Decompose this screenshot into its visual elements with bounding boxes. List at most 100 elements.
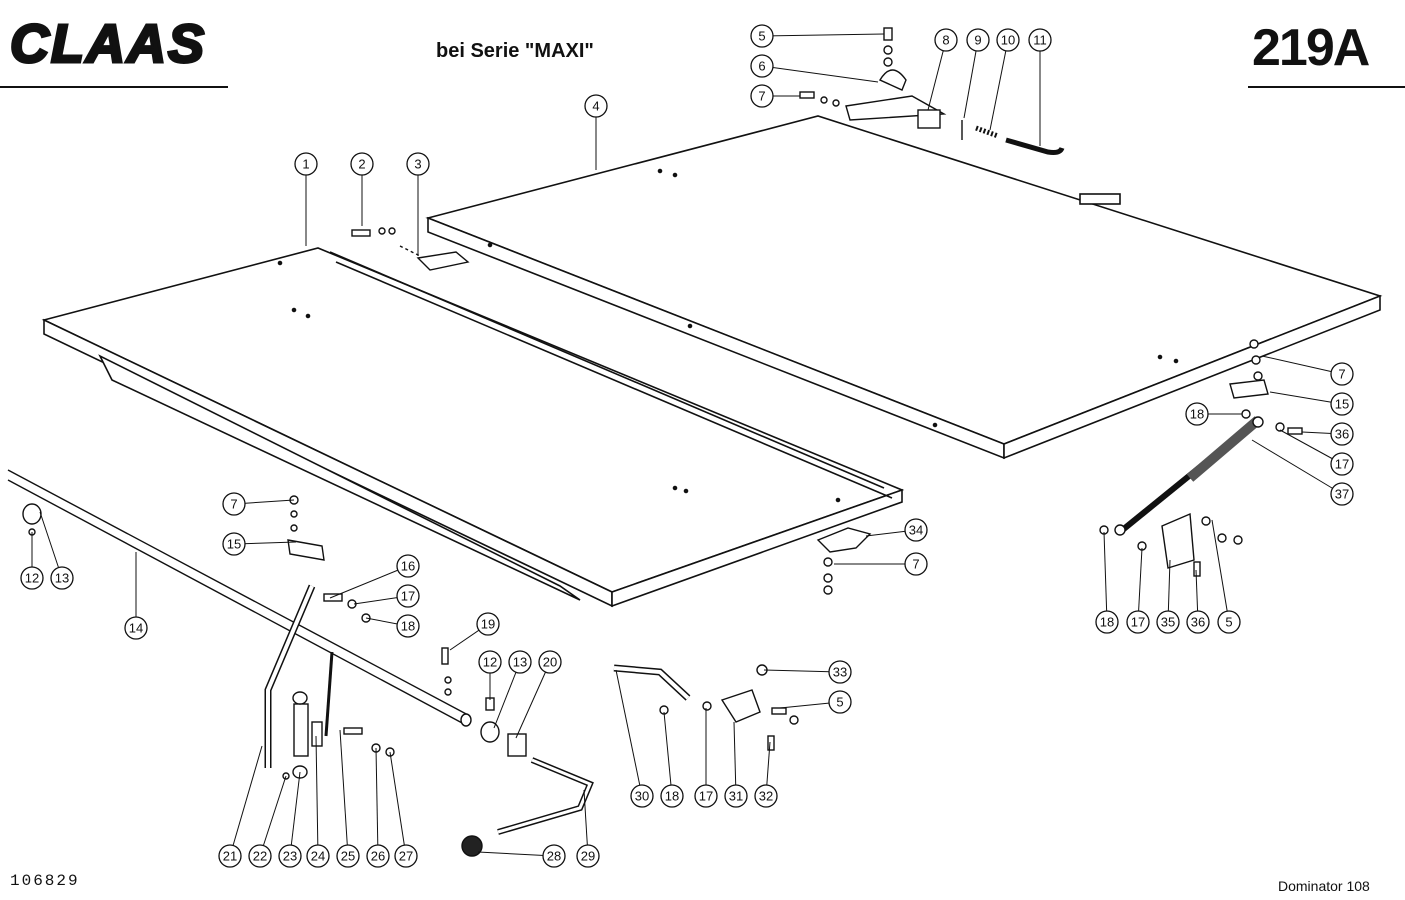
callout-19: 19 bbox=[449, 612, 500, 651]
callout-number: 18 bbox=[1100, 615, 1114, 630]
callout-bubble bbox=[542, 844, 566, 868]
callout-bubble bbox=[724, 784, 748, 808]
callout-bubble bbox=[294, 152, 318, 176]
callout-leader-line bbox=[761, 33, 885, 37]
callout-number: 11 bbox=[1033, 33, 1047, 48]
callout-bubble bbox=[1028, 28, 1052, 52]
rear-cover-panel bbox=[425, 115, 1383, 460]
callout-bubble bbox=[406, 152, 430, 176]
series-note: bei Serie "MAXI" bbox=[436, 40, 594, 62]
callout-leader-line bbox=[761, 65, 879, 83]
callout-2: 2 bbox=[350, 152, 374, 226]
callout-leader-line bbox=[1251, 439, 1343, 495]
callout-number: 36 bbox=[1191, 615, 1205, 630]
header-rule-left bbox=[0, 86, 228, 88]
callout-bubble bbox=[828, 690, 852, 714]
callout-number: 5 bbox=[836, 695, 843, 710]
callout-number: 36 bbox=[1335, 427, 1349, 442]
callout-5: 5 bbox=[1211, 519, 1241, 634]
callout-number: 31 bbox=[729, 789, 743, 804]
callout-bubble bbox=[350, 152, 374, 176]
callout-number: 13 bbox=[513, 655, 527, 670]
callout-3: 3 bbox=[406, 152, 430, 256]
callout-number: 19 bbox=[481, 617, 495, 632]
callout-35: 35 bbox=[1156, 559, 1180, 634]
callout-18: 18 bbox=[1095, 531, 1119, 634]
callout-29: 29 bbox=[576, 789, 600, 868]
callout-bubble bbox=[1330, 392, 1354, 416]
callout-leader-line bbox=[989, 39, 1009, 131]
callout-number: 32 bbox=[759, 789, 773, 804]
callout-17: 17 bbox=[694, 708, 718, 808]
callout-number: 17 bbox=[1131, 615, 1145, 630]
callout-leader-line bbox=[389, 751, 407, 857]
callout-bubble bbox=[754, 784, 778, 808]
callout-leader-line bbox=[259, 775, 287, 857]
callout-number: 17 bbox=[401, 589, 415, 604]
callout-bubble bbox=[50, 566, 74, 590]
callout-bubble bbox=[1095, 610, 1119, 634]
callout-17: 17 bbox=[353, 584, 420, 608]
callout-number: 37 bbox=[1335, 487, 1349, 502]
callout-leader-line bbox=[963, 39, 979, 119]
callout-number: 21 bbox=[223, 849, 237, 864]
callout-bubble bbox=[1330, 452, 1354, 476]
callout-15: 15 bbox=[222, 532, 297, 556]
callout-30: 30 bbox=[615, 669, 654, 808]
callout-20: 20 bbox=[515, 650, 562, 739]
callout-number: 17 bbox=[1335, 457, 1349, 472]
callout-number: 22 bbox=[253, 849, 267, 864]
callout-5: 5 bbox=[779, 690, 852, 714]
callout-15: 15 bbox=[1269, 391, 1354, 416]
callout-bubble bbox=[20, 566, 44, 590]
callout-18: 18 bbox=[660, 711, 684, 808]
callout-bubble bbox=[576, 844, 600, 868]
callout-bubble bbox=[904, 552, 928, 576]
hinge-bracket bbox=[351, 227, 470, 271]
callout-number: 28 bbox=[547, 849, 561, 864]
callout-16: 16 bbox=[329, 554, 420, 599]
callout-number: 7 bbox=[758, 89, 765, 104]
callout-bubble bbox=[1330, 422, 1354, 446]
callout-leader-line bbox=[1261, 355, 1343, 375]
callout-4: 4 bbox=[584, 94, 608, 170]
callout-number: 12 bbox=[483, 655, 497, 670]
callout-13: 13 bbox=[39, 511, 74, 590]
callout-32: 32 bbox=[754, 741, 778, 808]
callout-18: 18 bbox=[365, 614, 420, 638]
callout-bubble bbox=[1156, 610, 1180, 634]
callout-36: 36 bbox=[1186, 569, 1210, 634]
callout-5: 5 bbox=[750, 24, 885, 48]
front-cover-panel bbox=[41, 247, 905, 608]
callout-number: 23 bbox=[283, 849, 297, 864]
callout-leader-line bbox=[1279, 429, 1343, 465]
callout-bubble bbox=[660, 784, 684, 808]
callout-1: 1 bbox=[294, 152, 318, 246]
callout-7: 7 bbox=[750, 84, 800, 108]
callout-leader-line bbox=[493, 661, 521, 729]
callout-bubble bbox=[124, 616, 148, 640]
callout-bubble bbox=[934, 28, 958, 52]
callout-bubble bbox=[1330, 482, 1354, 506]
callout-bubble bbox=[694, 784, 718, 808]
callout-bubble bbox=[508, 650, 532, 674]
callout-bubble bbox=[1217, 610, 1241, 634]
callout-number: 27 bbox=[399, 849, 413, 864]
callout-27: 27 bbox=[389, 751, 418, 868]
callout-leader-line bbox=[1211, 519, 1230, 623]
callout-bubble bbox=[750, 84, 774, 108]
callout-leader-line bbox=[515, 661, 551, 739]
callout-number: 17 bbox=[699, 789, 713, 804]
callout-number: 14 bbox=[129, 621, 143, 636]
callout-bubble bbox=[336, 844, 360, 868]
callout-leader-line bbox=[733, 721, 737, 797]
callout-bubble bbox=[1186, 610, 1210, 634]
callout-number: 35 bbox=[1161, 615, 1175, 630]
callout-17: 17 bbox=[1126, 547, 1150, 634]
callout-31: 31 bbox=[724, 721, 748, 808]
callout-bubble bbox=[394, 844, 418, 868]
callout-number: 15 bbox=[1335, 397, 1349, 412]
